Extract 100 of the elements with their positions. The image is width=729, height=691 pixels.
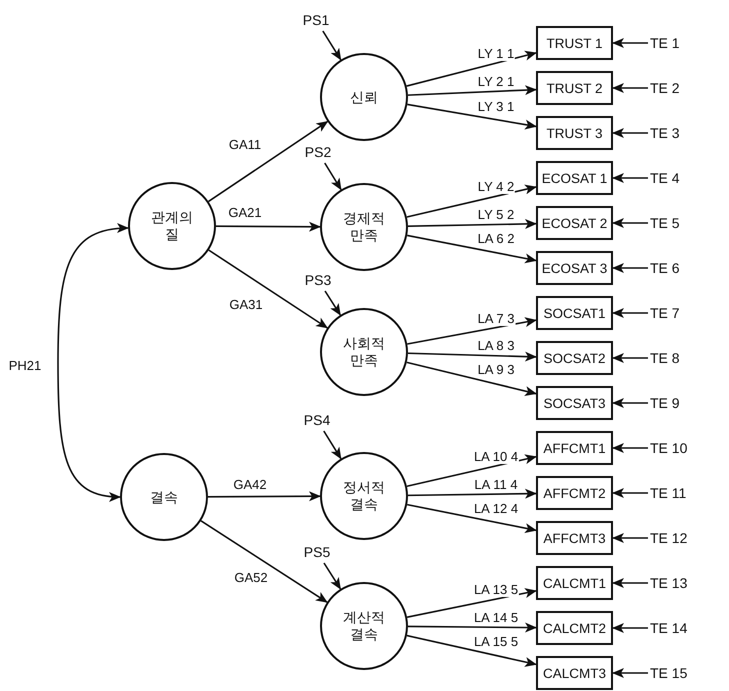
arrow: [612, 488, 648, 498]
edge-label: LA 9 3: [476, 362, 516, 377]
latent-variable-circle: 신뢰: [320, 53, 408, 141]
arrow: [407, 317, 537, 345]
disturbance-label: PS4: [300, 411, 334, 429]
arrow: [323, 562, 342, 590]
latent-variable-circle: 사회적 만족: [320, 308, 408, 396]
error-term-label: TE 15: [650, 664, 702, 682]
arrow: [406, 362, 537, 396]
arrow: [406, 634, 537, 667]
disturbance-label: PS3: [301, 271, 335, 289]
arrow: [612, 533, 648, 543]
arrow: [216, 222, 321, 232]
disturbance-label: PS2: [301, 143, 335, 161]
indicator-box: SOCSAT3: [536, 386, 613, 420]
arrow: [408, 85, 537, 96]
edge-label: GA21: [227, 206, 263, 220]
arrow: [612, 173, 648, 183]
arrow: [408, 488, 537, 499]
arrow: [324, 162, 342, 190]
arrow: [612, 443, 648, 453]
indicator-box: SOCSAT1: [536, 296, 613, 330]
arrow: [324, 290, 341, 316]
arrow: [612, 38, 648, 48]
error-term-label: TE 10: [650, 439, 702, 457]
arrow: [406, 588, 537, 618]
edge-label: LA 10 4: [472, 450, 520, 464]
latent-variable-circle: 정서적 결속: [320, 452, 408, 540]
arrow: [208, 249, 328, 329]
arrow: [406, 50, 537, 87]
arrow: [407, 234, 537, 264]
edge-label: LY 1 1: [476, 47, 516, 62]
edge-label: GA42: [232, 478, 268, 492]
edge-label: LA 15 5: [472, 634, 520, 649]
indicator-box: CALCMT3: [536, 656, 613, 690]
indicator-box: AFFCMT1: [536, 431, 613, 465]
edge-label: LA 6 2: [476, 232, 516, 246]
indicator-box: CALCMT1: [536, 566, 613, 600]
edge-label: LY 3 1: [476, 100, 516, 114]
arrow: [612, 83, 648, 93]
error-term-label: TE 4: [650, 169, 702, 187]
error-term-label: TE 9: [650, 394, 702, 412]
edge-label: LY 5 2: [476, 208, 516, 222]
arrow: [407, 104, 537, 130]
error-term-label: TE 13: [650, 574, 702, 592]
error-term-label: TE 1: [650, 34, 702, 52]
indicator-box: AFFCMT2: [536, 476, 613, 510]
arrow: [208, 120, 328, 202]
arrow: [407, 504, 537, 534]
edge-label: LY 4 2: [476, 180, 516, 194]
arrow: [612, 578, 648, 588]
arrow: [612, 218, 648, 228]
latent-variable-circle: 결속: [120, 453, 208, 541]
arrow: [612, 398, 648, 408]
indicator-box: ECOSAT 3: [536, 251, 613, 285]
arrow: [612, 128, 648, 138]
indicator-box: SOCSAT2: [536, 341, 613, 375]
arrow: [408, 218, 537, 229]
arrow: [57, 224, 129, 502]
indicator-box: ECOSAT 2: [536, 206, 613, 240]
error-term-label: TE 6: [650, 259, 702, 277]
error-term-label: TE 8: [650, 349, 702, 367]
indicator-box: AFFCMT3: [536, 521, 613, 555]
indicator-box: ECOSAT 1: [536, 161, 613, 195]
edge-label: LA 13 5: [472, 583, 520, 598]
error-term-label: TE 2: [650, 79, 702, 97]
disturbance-label: PS1: [299, 11, 333, 29]
indicator-box: TRUST 1: [536, 26, 613, 60]
arrow: [612, 308, 648, 318]
arrow: [208, 491, 321, 502]
indicator-box: TRUST 2: [536, 71, 613, 105]
arrow: [322, 30, 342, 60]
indicator-box: CALCMT2: [536, 611, 613, 645]
arrow: [408, 622, 537, 633]
arrow: [612, 263, 648, 273]
error-term-label: TE 3: [650, 124, 702, 142]
error-term-label: TE 11: [650, 484, 702, 502]
arrow: [406, 454, 537, 487]
arrow: [200, 520, 328, 603]
arrow: [612, 353, 648, 363]
arrow: [612, 668, 648, 678]
edge-label: PH21: [8, 359, 42, 373]
edge-label: GA11: [228, 138, 262, 152]
error-term-label: TE 14: [650, 619, 702, 637]
disturbance-label: PS5: [300, 543, 334, 561]
edge-label: GA31: [228, 298, 264, 312]
error-term-label: TE 5: [650, 214, 702, 232]
arrow: [408, 352, 537, 362]
latent-variable-circle: 경제적 만족: [320, 183, 408, 271]
arrow: [406, 184, 537, 218]
error-term-label: TE 12: [650, 529, 702, 547]
latent-variable-circle: 계산적 결속: [320, 582, 408, 670]
edge-label: LA 8 3: [476, 339, 516, 354]
edge-label: LA 14 5: [472, 611, 520, 626]
arrow: [612, 623, 648, 633]
edge-label: GA52: [233, 571, 269, 585]
latent-variable-circle: 관계의 질: [128, 182, 216, 270]
error-term-label: TE 7: [650, 304, 702, 322]
arrow: [323, 430, 342, 460]
edge-label: LA 7 3: [476, 312, 516, 326]
